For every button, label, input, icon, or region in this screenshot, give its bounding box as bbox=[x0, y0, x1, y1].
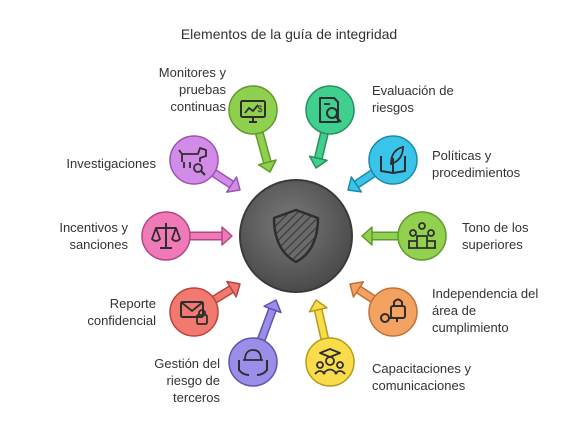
center-node bbox=[239, 179, 353, 293]
node-independencia bbox=[368, 287, 418, 337]
node-investigaciones bbox=[169, 135, 219, 185]
arrow-monitores bbox=[254, 130, 277, 173]
arrow-evaluacion bbox=[308, 130, 330, 169]
shield-icon bbox=[272, 208, 320, 264]
label-reporte: Reporte confidencial bbox=[87, 296, 156, 328]
hands-helmet-icon bbox=[238, 349, 268, 376]
svg-text:$: $ bbox=[257, 104, 262, 114]
scales-icon bbox=[151, 223, 181, 249]
node-monitores: $ bbox=[228, 85, 278, 135]
node-gestion bbox=[228, 337, 278, 387]
label-monitores: Monitores y pruebas continuas bbox=[158, 65, 226, 114]
book-leaf-icon bbox=[380, 145, 406, 174]
mail-lock-icon bbox=[180, 301, 208, 325]
label-investigaciones: Investigaciones bbox=[66, 156, 156, 171]
arrow-politicas bbox=[347, 168, 378, 193]
node-evaluacion bbox=[305, 85, 355, 135]
node-capacitaciones bbox=[305, 337, 355, 387]
arrow-incentivos bbox=[188, 226, 233, 246]
label-politicas: Políticas y procedimientos bbox=[432, 148, 521, 180]
lock-key-icon bbox=[380, 298, 406, 323]
label-gestion: Gestión del riesgo de terceros bbox=[154, 356, 220, 405]
dog-search-icon bbox=[178, 147, 207, 176]
label-capacitaciones: Capacitaciones y comunicaciones bbox=[372, 361, 471, 393]
node-reporte bbox=[169, 287, 219, 337]
arrow-reporte bbox=[210, 280, 241, 305]
arrow-gestion bbox=[256, 299, 282, 343]
label-tono: Tono de los superiores bbox=[462, 220, 529, 252]
label-incentivos: Incentivos y sanciones bbox=[59, 220, 128, 252]
arrow-capacitaciones bbox=[308, 299, 330, 342]
graduate-icon bbox=[314, 348, 346, 375]
arrow-investigaciones bbox=[209, 168, 241, 193]
arrow-tono bbox=[361, 226, 400, 246]
arrow-independencia bbox=[349, 281, 378, 304]
monitor-chart-icon: $ bbox=[240, 100, 266, 123]
podium-people-icon bbox=[408, 222, 436, 249]
node-tono bbox=[397, 211, 447, 261]
label-independencia: Independencia del área de cumplimiento bbox=[432, 286, 539, 335]
node-politicas bbox=[368, 135, 418, 185]
document-search-icon bbox=[319, 97, 342, 123]
node-incentivos bbox=[141, 211, 191, 261]
diagram-title: Elementos de la guía de integridad bbox=[180, 26, 398, 42]
label-evaluacion: Evaluación de riesgos bbox=[372, 83, 454, 115]
